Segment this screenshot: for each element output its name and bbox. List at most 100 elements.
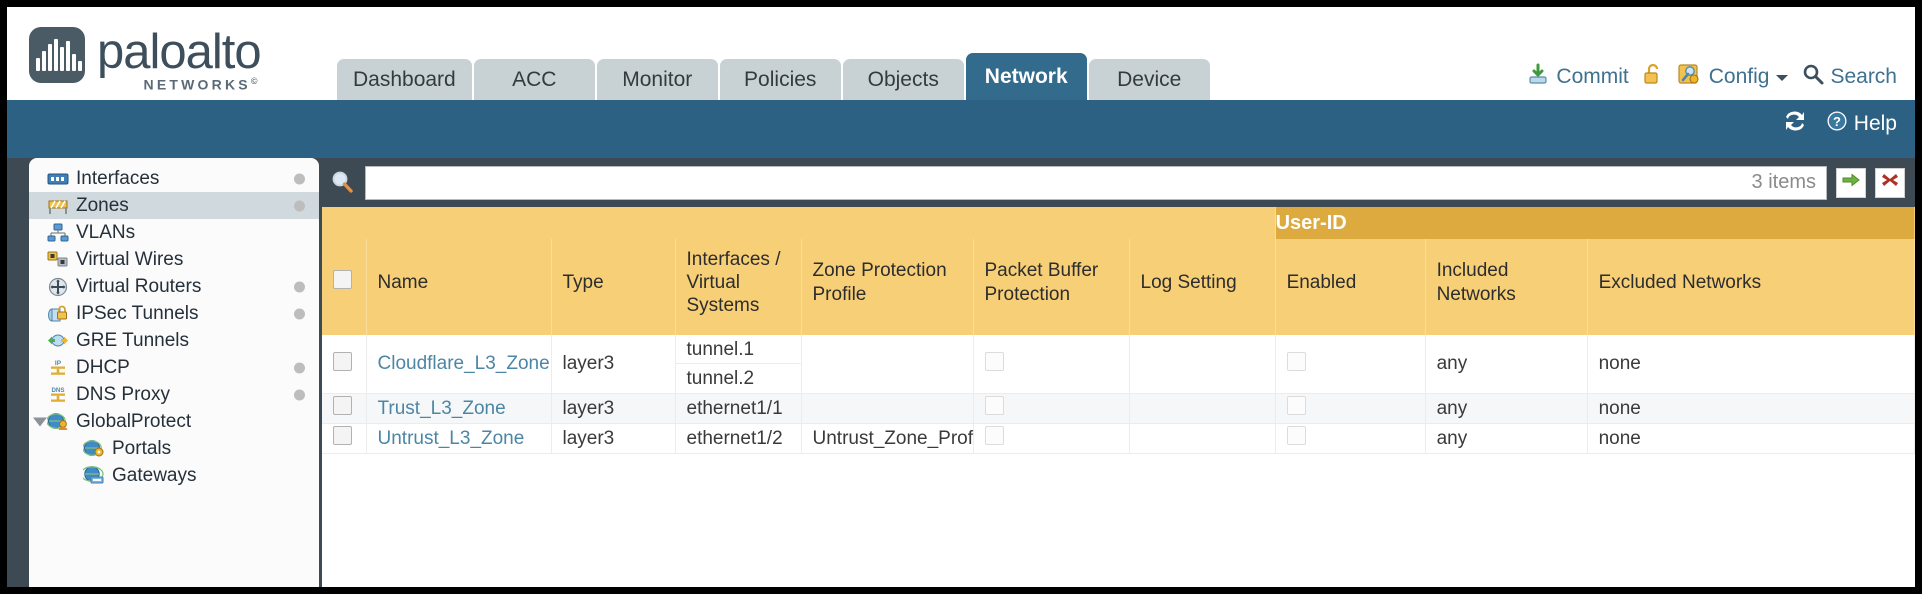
zone-name-link[interactable]: Trust_L3_Zone [377,397,506,419]
config-label: Config [1708,65,1770,88]
tab-dashboard[interactable]: Dashboard [337,59,472,100]
sidebar-item-interfaces[interactable]: Interfaces [29,165,319,192]
paloalto-logo-icon [29,27,85,83]
sidebar-item-gre-tunnels[interactable]: GRE Tunnels [29,327,319,354]
commit-button[interactable]: Commit [1526,62,1629,92]
column-header-name[interactable]: Name [366,239,552,335]
portals-icon [83,439,105,459]
commit-icon [1526,62,1550,92]
table-row[interactable]: Cloudflare_L3_Zone layer3 tunnel.1 tunne… [322,335,1915,394]
commit-label: Commit [1556,65,1629,88]
column-header-interfaces[interactable]: Interfaces / Virtual Systems [675,239,802,335]
cell-userid-enabled[interactable] [1275,393,1426,424]
row-select-cell[interactable] [322,423,367,454]
cell-userid-enabled[interactable] [1275,423,1426,454]
sidebar-item-dhcp[interactable]: IP DHCP [29,354,319,381]
cell-userid-enabled[interactable] [1275,335,1426,394]
top-header: paloalto NETWORKS© Dashboard ACC Monitor… [7,7,1915,100]
tab-network[interactable]: Network [965,53,1087,100]
sidebar-item-ipsec-tunnels[interactable]: IPSec Tunnels [29,300,319,327]
packet-buffer-protection-checkbox[interactable] [984,351,1004,371]
cell-log-setting [1129,423,1276,454]
userid-enabled-checkbox[interactable] [1286,396,1306,415]
column-header-excluded-networks[interactable]: Excluded Networks [1587,239,1915,335]
tab-acc[interactable]: ACC [473,59,595,100]
config-menu-button[interactable]: Config [1677,62,1790,92]
column-header-type[interactable]: Type [551,239,676,335]
userid-enabled-checkbox[interactable] [1286,351,1306,371]
column-header-included-networks[interactable]: Included Networks [1425,239,1588,335]
table-row[interactable]: Trust_L3_Zone layer3 ethernet1/1 any non… [322,393,1915,424]
search-icon [1802,63,1824,91]
sidebar-item-globalprotect[interactable]: GlobalProtect [29,408,319,435]
row-select-cell[interactable] [322,393,367,424]
select-all-checkbox[interactable] [333,269,352,289]
select-all-header[interactable] [322,239,367,335]
red-x-icon [1880,171,1900,194]
zone-name-link[interactable]: Untrust_L3_Zone [377,427,525,449]
brand-logo: paloalto NETWORKS© [29,27,262,93]
status-dot [294,173,305,184]
interface-entry: ethernet1/2 [686,428,783,449]
sidebar-item-virtual-wires[interactable]: Virtual Wires [29,246,319,273]
search-button[interactable]: Search [1802,63,1897,91]
sidebar-item-vlans[interactable]: VLANs [29,219,319,246]
zone-name-link[interactable]: Cloudflare_L3_Zone [377,353,550,374]
search-input[interactable]: 3 items [365,165,1827,200]
cell-packet-buffer-protection[interactable] [973,423,1130,454]
row-checkbox[interactable] [333,396,352,415]
cell-name[interactable]: Cloudflare_L3_Zone [366,335,552,394]
sidebar-item-label: DNS Proxy [76,383,170,405]
cell-packet-buffer-protection[interactable] [973,393,1130,424]
sidebar-item-label: GRE Tunnels [76,329,189,351]
cell-log-setting [1129,335,1276,394]
row-checkbox[interactable] [333,351,352,371]
cell-zone-protection-profile [801,335,974,394]
tab-objects[interactable]: Objects [842,59,964,100]
chevron-down-icon[interactable] [33,417,47,426]
interface-entry: ethernet1/1 [686,398,783,419]
refresh-icon[interactable] [1781,108,1809,140]
column-header-zone-protection-profile[interactable]: Zone Protection Profile [801,239,974,335]
sidebar-item-label: Portals [112,437,172,459]
zones-table-container: User-ID Name Type Interfaces / Virtual S… [322,207,1915,587]
unlock-button[interactable] [1642,62,1664,92]
sidebar-item-zones[interactable]: Zones [29,192,319,219]
sidebar-item-dns-proxy[interactable]: DNS DNS Proxy [29,381,319,408]
packet-buffer-protection-checkbox[interactable] [984,396,1004,415]
column-header-log-setting[interactable]: Log Setting [1129,239,1276,335]
clear-filter-button[interactable] [1875,167,1905,198]
sidebar-item-label: IPSec Tunnels [76,302,199,324]
cell-packet-buffer-protection[interactable] [973,335,1130,394]
cell-included-networks: any [1425,393,1588,424]
gre-tunnels-icon [47,331,69,351]
vlans-icon [47,223,69,243]
cell-name[interactable]: Untrust_L3_Zone [366,423,552,454]
help-button[interactable]: ? Help [1825,109,1897,139]
tab-monitor[interactable]: Monitor [596,59,718,100]
cell-included-networks: any [1425,423,1588,454]
globalprotect-icon [47,412,69,432]
packet-buffer-protection-checkbox[interactable] [984,426,1004,445]
row-select-cell[interactable] [322,335,367,394]
userid-enabled-checkbox[interactable] [1286,426,1306,445]
row-checkbox[interactable] [333,426,352,445]
tab-device[interactable]: Device [1088,59,1210,100]
status-dot [294,308,305,319]
table-row[interactable]: Untrust_L3_Zone layer3 ethernet1/2 Untru… [322,423,1915,454]
sidebar-item-virtual-routers[interactable]: Virtual Routers [29,273,319,300]
status-dot [294,281,305,292]
cell-name[interactable]: Trust_L3_Zone [366,393,552,424]
column-header-packet-buffer-protection[interactable]: Packet Buffer Protection [973,239,1130,335]
column-header-userid-enabled[interactable]: Enabled [1275,239,1426,335]
sidebar-item-label: Gateways [112,464,197,486]
sidebar-item-gateways[interactable]: Gateways [29,462,319,489]
main-nav-tabs: Dashboard ACC Monitor Policies Objects N… [337,53,1210,100]
status-dot [294,362,305,373]
svg-text:IP: IP [55,360,62,367]
apply-filter-button[interactable] [1836,167,1866,198]
sidebar-item-portals[interactable]: Portals [29,435,319,462]
status-dot [294,389,305,400]
tab-policies[interactable]: Policies [719,59,841,100]
green-arrow-icon [1841,171,1861,194]
